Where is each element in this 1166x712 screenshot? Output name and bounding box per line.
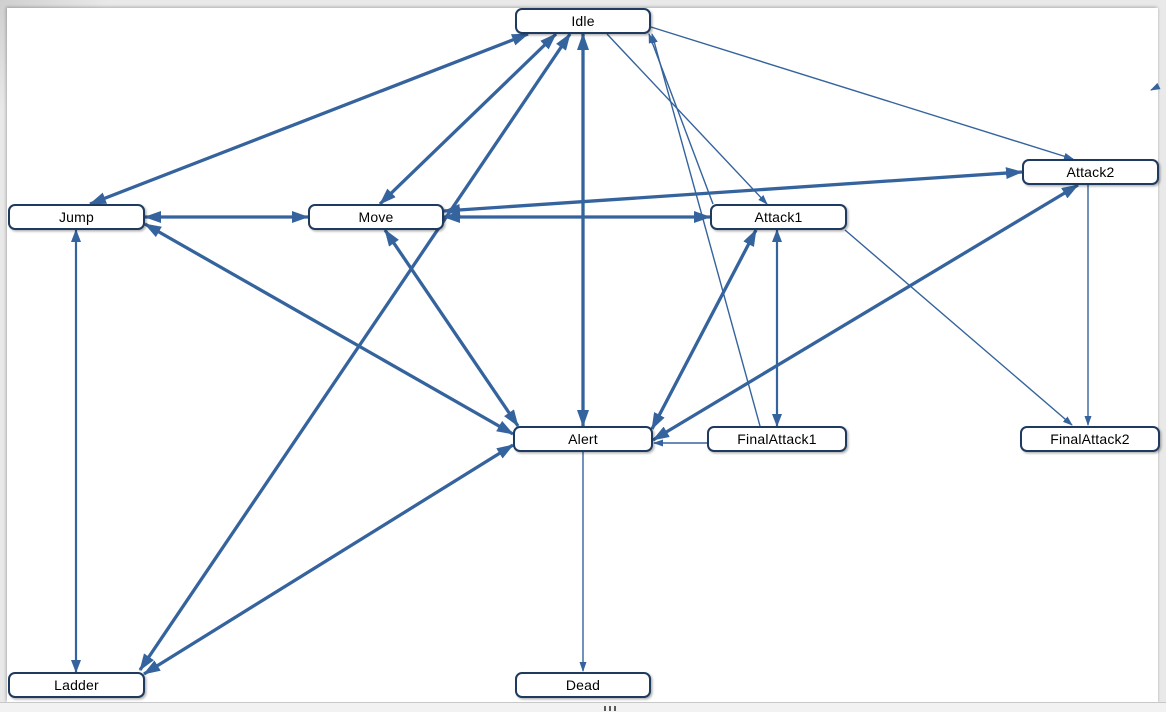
grip-bar: [609, 706, 611, 711]
state-node-ladder[interactable]: Ladder: [8, 672, 145, 698]
state-node-jump[interactable]: Jump: [8, 204, 145, 230]
diagram-canvas[interactable]: [7, 8, 1158, 702]
state-node-finalattack2[interactable]: FinalAttack2: [1020, 426, 1160, 452]
grip-bar: [604, 706, 606, 711]
state-node-dead[interactable]: Dead: [515, 672, 651, 698]
grip-bar: [614, 706, 616, 711]
bottom-splitter-bar: [0, 702, 1166, 712]
state-node-alert[interactable]: Alert: [513, 426, 653, 452]
state-node-attack2[interactable]: Attack2: [1022, 159, 1159, 185]
state-node-move[interactable]: Move: [308, 204, 444, 230]
splitter-grip-icon[interactable]: [604, 706, 616, 711]
state-node-attack1[interactable]: Attack1: [710, 204, 847, 230]
state-node-finalattack1[interactable]: FinalAttack1: [707, 426, 847, 452]
state-node-idle[interactable]: Idle: [515, 8, 651, 34]
